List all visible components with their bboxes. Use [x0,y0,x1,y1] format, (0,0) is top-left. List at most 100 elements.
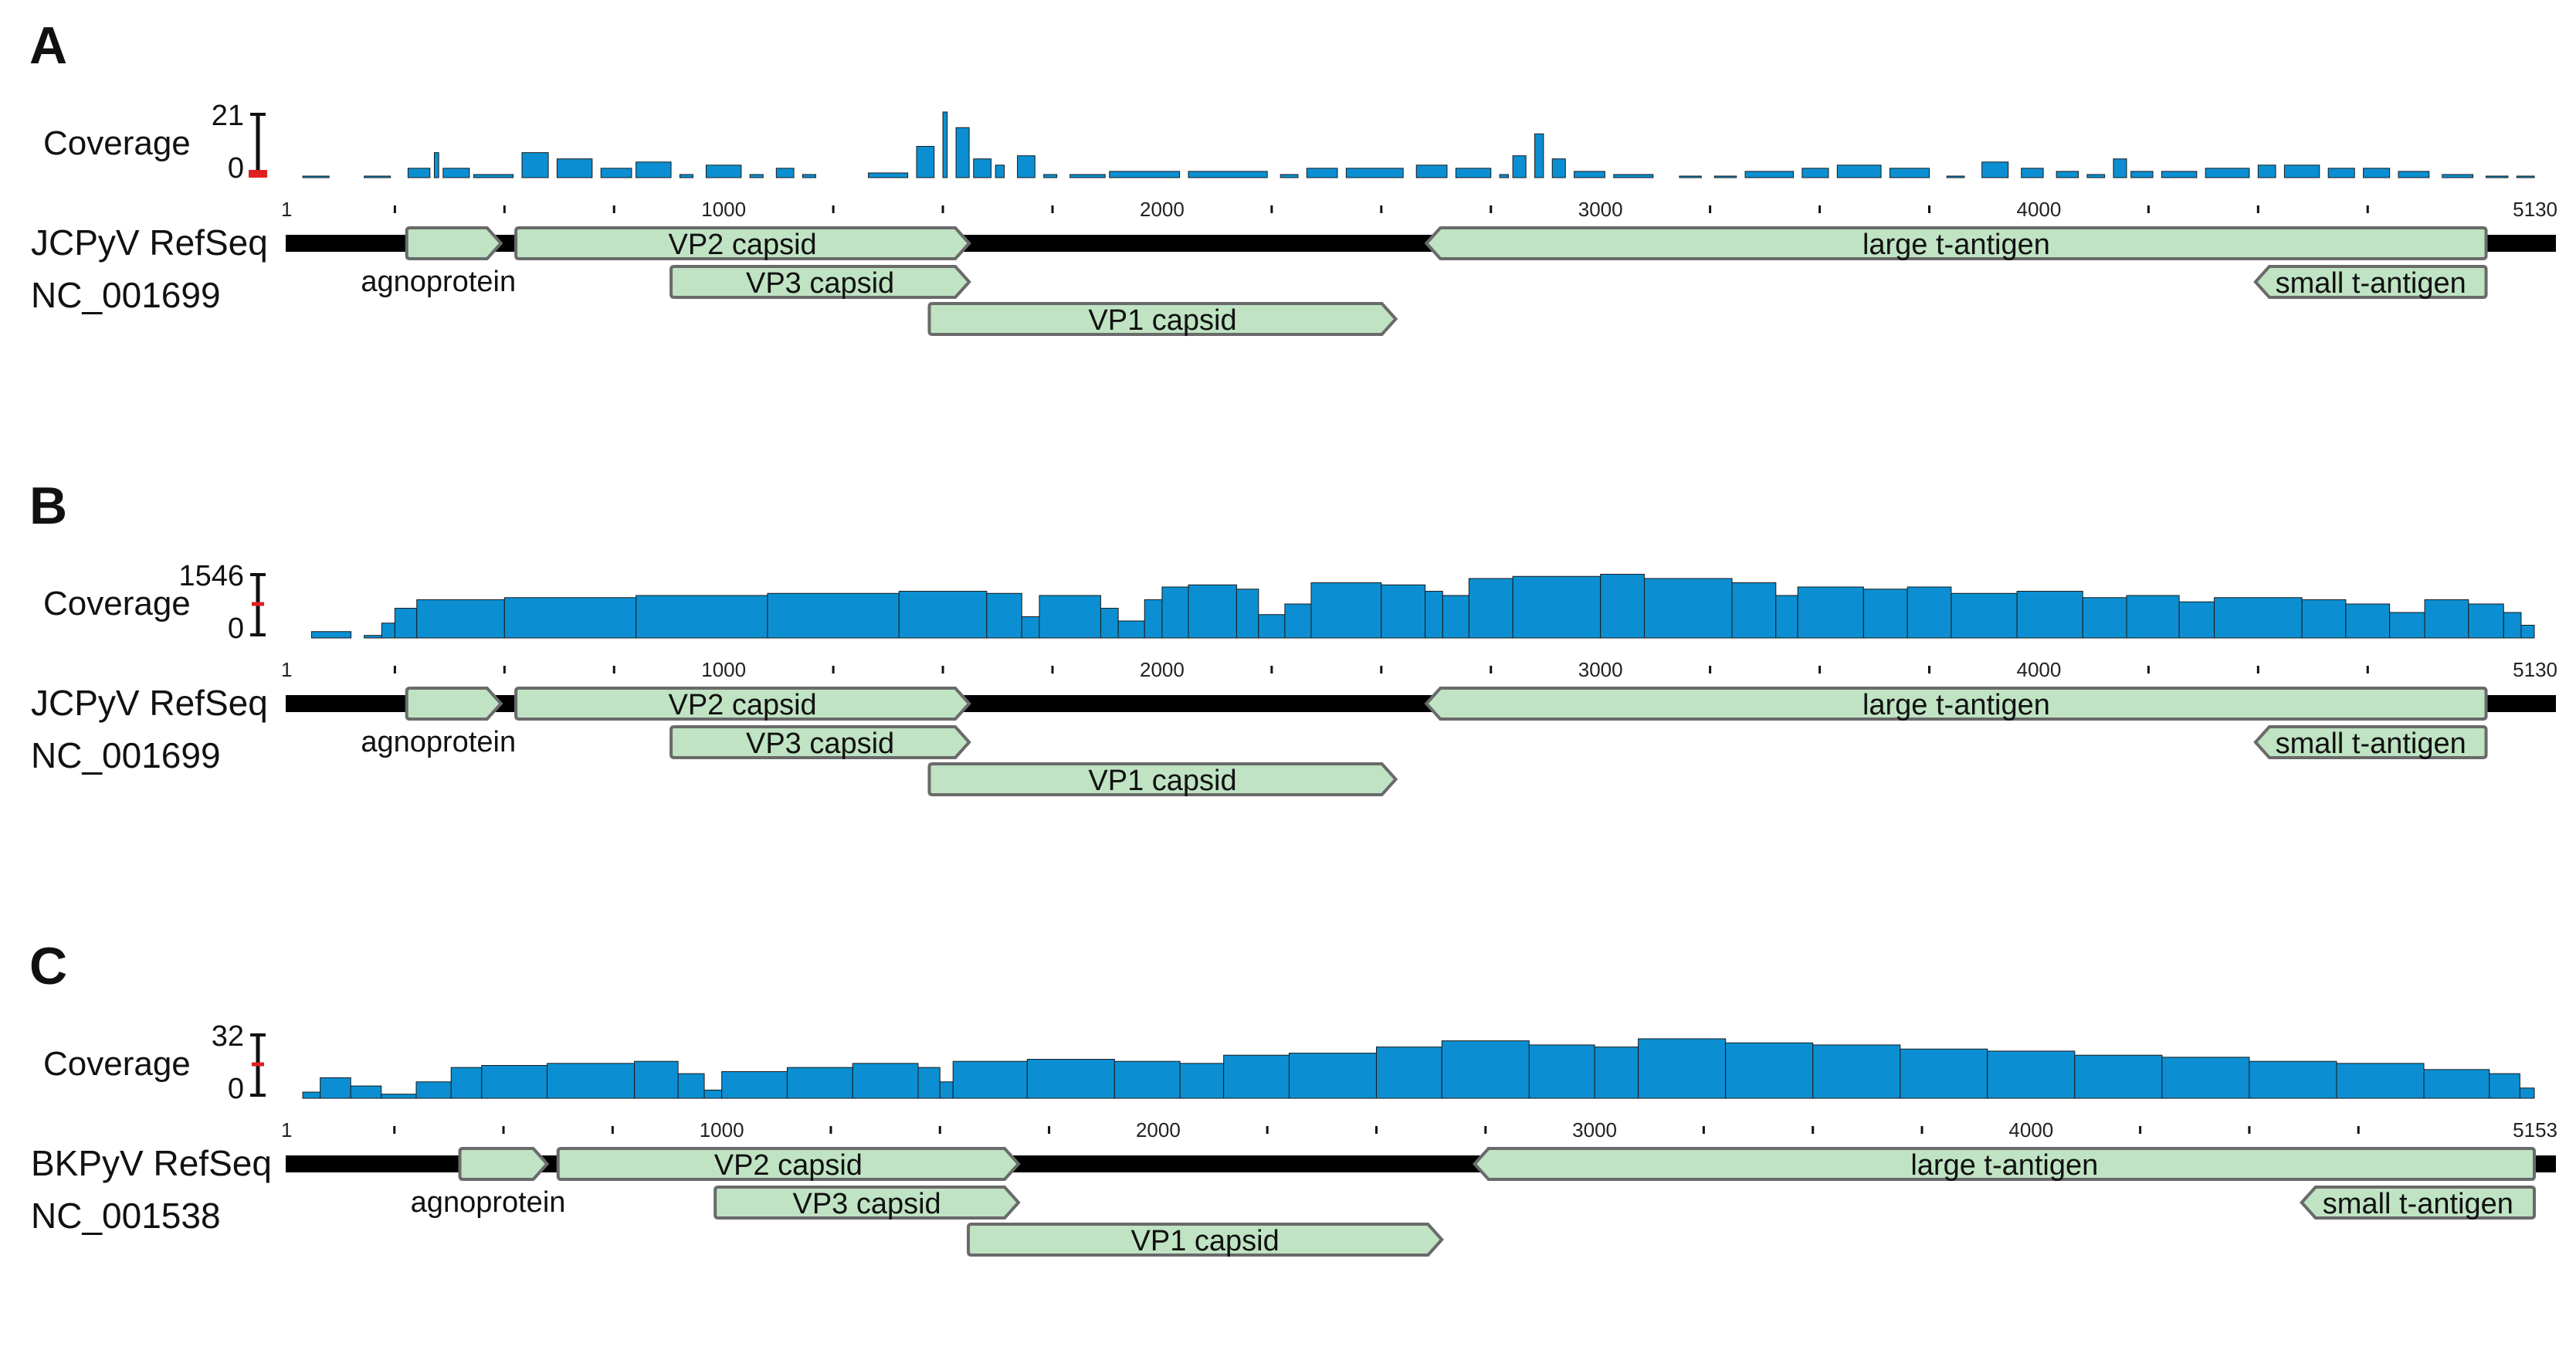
coverage-max-label: 21 [212,100,244,132]
coverage-segment [381,623,395,639]
coverage-segment [450,1067,483,1099]
gene-label: small t-antigen [2276,728,2466,760]
coverage-segment [433,152,439,178]
coverage-label: Coverage [43,585,191,623]
coverage-segment [1863,589,1908,639]
coverage-segment [916,146,935,178]
coverage-segment [636,595,768,639]
coverage-segment [1946,175,1965,178]
tick-label: 5130 [2513,658,2557,681]
coverage-segment [1179,1063,1225,1099]
coverage-segment [1499,174,1509,178]
coverage-segment [1235,589,1259,639]
gene-label: VP2 capsid [668,229,816,261]
coverage-segment [1161,586,1189,639]
coverage-segment [2363,168,2391,178]
coverage-segment [1836,165,1882,178]
coverage-segment [2424,599,2469,639]
coverage-segment [1442,595,1469,639]
coverage-segment [600,168,632,178]
coverage-segment [1455,168,1492,178]
tick-label: 2000 [1140,198,1185,221]
coverage-label: Coverage [43,1045,191,1083]
coverage-track [302,111,2535,178]
coverage-segment [2283,165,2320,178]
coverage-segment [1117,620,1145,639]
coverage-segment [2056,171,2079,178]
coverage-segment [1381,584,1426,639]
coverage-segment [1981,161,2009,178]
coverage-segment [721,1070,788,1099]
coverage-segment [302,175,330,178]
panel-letter: A [29,16,67,75]
coverage-segment [952,1060,1028,1099]
coverage-segment [898,591,988,639]
gene-arrow [556,1147,1021,1181]
gene-label: agnoprotein [361,266,516,298]
genome-name: JCPyV RefSeq [31,683,268,723]
coverage-segment [767,592,900,639]
coverage-segment [2021,168,2044,178]
gene-label: VP1 capsid [1088,304,1236,337]
coverage-segment [407,168,431,178]
coverage-segment [547,1063,636,1099]
coverage-segment [381,1094,417,1099]
gene-arrow [669,725,971,759]
coverage-segment [2336,1063,2425,1099]
coverage-segment [503,597,637,639]
tick-label: 1000 [701,658,746,681]
gene-arrow [514,687,971,721]
coverage-segment [1713,175,1737,178]
coverage-segment [2113,158,2127,178]
coverage-segment [2161,1057,2250,1099]
coverage-segment [2082,597,2127,639]
coverage-segment [364,175,391,178]
coverage-segment [521,152,549,178]
coverage-segment [1534,133,1544,178]
coverage-segment [939,1081,954,1099]
coverage-segment [1468,578,1513,639]
coverage-segment [1017,155,1035,178]
coverage-segment [1258,614,1286,639]
coverage-segment [1026,1059,1115,1099]
coverage-segment [917,1067,941,1099]
coverage-segment [2327,168,2355,178]
gene-label: agnoprotein [361,726,516,758]
coverage-segment [2468,603,2504,639]
tick-label: 1000 [700,1118,744,1142]
coverage-segment [1113,1060,1181,1099]
coverage-max-label: 1546 [178,560,244,592]
coverage-segment [415,1081,452,1099]
coverage-segment [986,592,1022,639]
coverage-segment [2178,601,2215,639]
coverage-segment [1415,165,1448,178]
gene-label: large t-antigen [1863,689,2050,721]
gene-label: VP1 capsid [1131,1225,1280,1257]
coverage-segment [1613,174,1654,178]
coverage-segment [942,111,948,178]
coverage-segment [1021,616,1040,639]
coverage-segment [2398,171,2430,178]
gene-arrow [2253,265,2488,299]
gene-arrow [669,265,971,299]
coverage-segment [955,127,970,178]
genome-name: BKPyV RefSeq [31,1143,272,1183]
coverage-segment [1288,1053,1377,1099]
gene-arrow [458,1147,550,1181]
coverage-segment [2489,1073,2520,1099]
gene-label: small t-antigen [2276,267,2466,300]
tick-label: 2000 [1140,658,1185,681]
coverage-segment [2301,599,2347,639]
coverage-segment [1900,1048,1988,1099]
coverage-segment [2086,174,2106,178]
coverage-segment [1594,1047,1639,1099]
coverage-segment [2161,171,2198,178]
tick-label: 3000 [1578,198,1623,221]
coverage-segment [1310,582,1382,639]
gene-arrow [405,687,503,721]
tick-label: 5153 [2513,1118,2557,1142]
coverage-segment [703,1089,723,1099]
coverage-segment [1551,158,1566,178]
